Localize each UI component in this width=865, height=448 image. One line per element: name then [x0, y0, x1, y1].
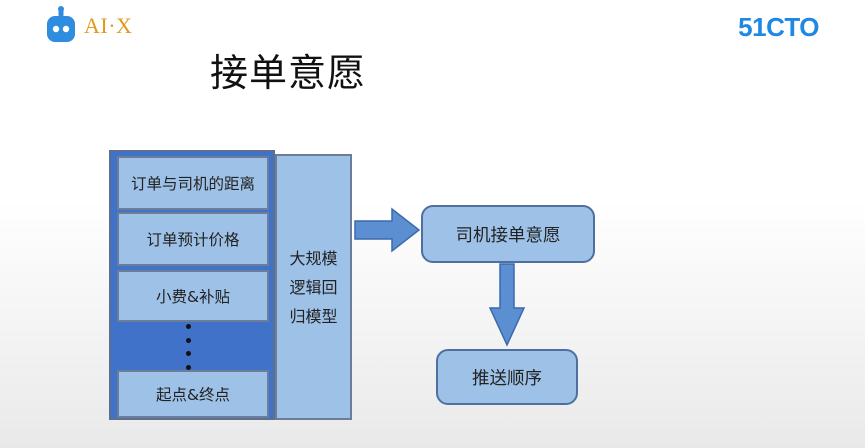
feature-label: 订单与司机的距离 — [130, 175, 255, 193]
arrow-down — [488, 263, 526, 347]
aix-logo: AI·X — [44, 6, 132, 46]
push-order-label: 推送顺序 — [472, 368, 542, 389]
arrow-right — [354, 207, 421, 253]
feature-panel: 订单与司机的距离 订单预计价格 小费&补贴 起点&终点 — [109, 150, 275, 420]
feature-label: 小费&补贴 — [155, 288, 231, 306]
feature-box-distance: 订单与司机的距离 — [117, 156, 269, 210]
willingness-box: 司机接单意愿 — [421, 205, 595, 263]
feature-label: 订单预计价格 — [146, 231, 240, 249]
model-label-line: 逻辑回 — [289, 277, 338, 297]
slide-title: 接单意愿 — [210, 51, 367, 95]
51cto-logo: 51CTO — [738, 12, 819, 42]
model-label: 大规模 逻辑回 归模型 — [289, 244, 339, 331]
model-box: 大规模 逻辑回 归模型 — [275, 154, 352, 420]
feature-box-price: 订单预计价格 — [117, 212, 269, 266]
model-label-line: 大规模 — [289, 248, 338, 268]
robot-icon — [47, 6, 75, 42]
push-order-box: 推送顺序 — [436, 349, 578, 405]
aix-logo-text: AI·X — [84, 13, 133, 38]
willingness-label: 司机接单意愿 — [455, 225, 561, 246]
feature-label: 起点&终点 — [155, 386, 231, 404]
model-label-line: 归模型 — [289, 306, 338, 326]
ellipsis-dots — [184, 324, 192, 370]
feature-box-tips: 小费&补贴 — [117, 270, 269, 322]
feature-box-locations: 起点&终点 — [117, 370, 269, 418]
